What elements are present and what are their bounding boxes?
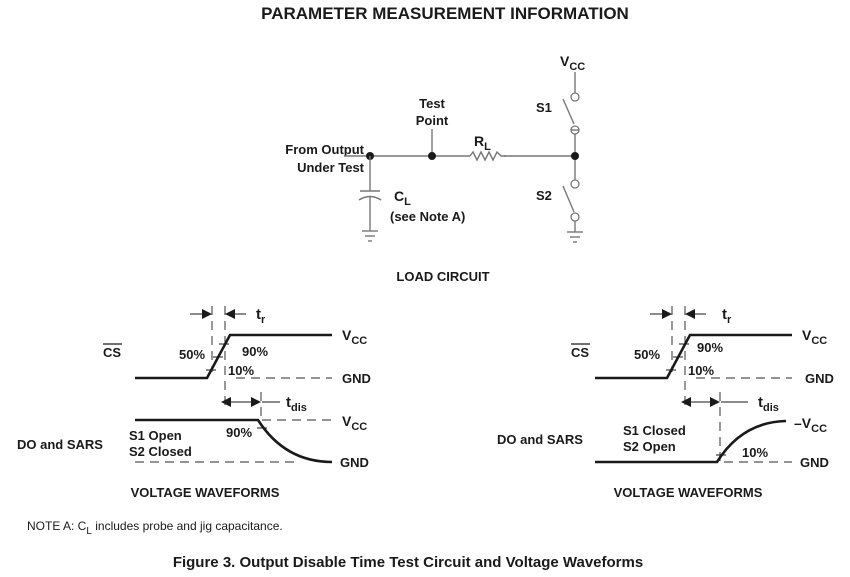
switch1-icon [562, 98, 575, 125]
resistor-label: RL [474, 133, 491, 153]
pct-90-input-label: 90% [242, 344, 268, 359]
output-waveform [135, 418, 333, 464]
switch2-icon [562, 185, 575, 213]
switch2-label: S2 [536, 188, 552, 203]
gnd-label-output-right: GND [800, 455, 829, 470]
test-point-node [428, 152, 436, 160]
waveforms-left-caption: VOLTAGE WAVEFORMS [131, 485, 280, 500]
gnd-label-cs: GND [342, 371, 371, 386]
capacitor-note: (see Note A) [390, 209, 465, 224]
vcc-label-output: VCC [342, 413, 367, 433]
note-a: NOTE A: CL includes probe and jig capaci… [27, 519, 283, 537]
vcc-label-cs-right: VCC [802, 327, 827, 347]
cs-signal-label-right: CS [571, 345, 589, 360]
rise-time-label-right: tr [722, 306, 732, 326]
figure-caption: Figure 3. Output Disable Time Test Circu… [173, 554, 643, 571]
condition-line2-right: S2 Open [623, 439, 676, 454]
load-circuit: From Output Under Test Test Point RL CL … [285, 53, 585, 284]
output-signal-label: DO and SARS [17, 437, 103, 452]
pct-10-output-label-right: 10% [742, 445, 768, 460]
condition-line2: S2 Closed [129, 444, 192, 459]
pct-50-label-right: 50% [634, 347, 660, 362]
waveforms-left: tr CS 50% 90% 10% VCC GND tdis 90% VCC G… [17, 306, 371, 500]
waveforms-right: tr CS 50% 90% 10% VCC GND tdis 10% –VCC … [497, 306, 834, 500]
switch1-label: S1 [536, 100, 552, 115]
capacitor-label: CL [394, 188, 411, 208]
vcc-label-cs: VCC [342, 327, 367, 347]
pct-50-label: 50% [179, 347, 205, 362]
disable-time-label: tdis [286, 394, 307, 414]
switch1-contact-top [570, 92, 580, 102]
load-circuit-caption: LOAD CIRCUIT [396, 269, 489, 284]
rise-time-label: tr [256, 306, 266, 326]
switch2-contact-top [570, 179, 580, 189]
neg-vcc-label-output-right: –VCC [794, 415, 827, 435]
pct-10-input-label-right: 10% [688, 363, 714, 378]
gnd-label-cs-right: GND [805, 371, 834, 386]
switch2-contact-bottom [570, 212, 580, 222]
input-label-line2: Under Test [297, 160, 365, 175]
gnd-label-output: GND [340, 455, 369, 470]
page-title: PARAMETER MEASUREMENT INFORMATION [261, 4, 629, 23]
output-waveform-right [595, 419, 787, 464]
output-signal-label-right: DO and SARS [497, 432, 583, 447]
cs-signal-label: CS [103, 345, 121, 360]
test-point-label-line1: Test [419, 96, 445, 111]
condition-line1-right: S1 Closed [623, 423, 686, 438]
input-label-line1: From Output [285, 142, 364, 157]
resistor-icon [469, 150, 506, 162]
pct-90-input-label-right: 90% [697, 340, 723, 355]
pct-10-input-label: 10% [228, 363, 254, 378]
disable-time-label-right: tdis [758, 394, 779, 414]
pct-90-output-label: 90% [226, 425, 252, 440]
condition-line1: S1 Open [129, 428, 182, 443]
vcc-supply-label: VCC [560, 53, 585, 73]
switch-node [571, 152, 579, 160]
waveforms-right-caption: VOLTAGE WAVEFORMS [614, 485, 763, 500]
test-point-label-line2: Point [416, 113, 449, 128]
